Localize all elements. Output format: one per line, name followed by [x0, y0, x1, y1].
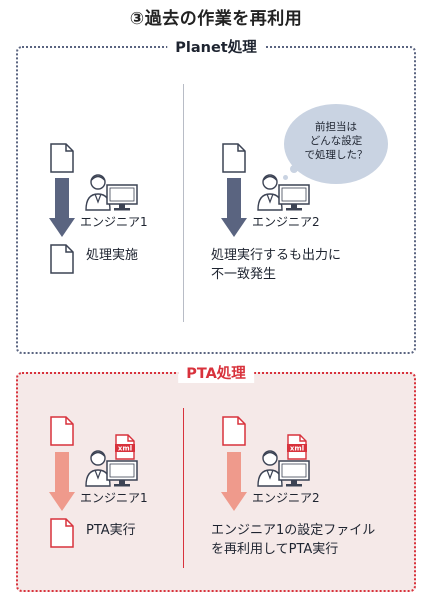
engineer-icon	[85, 174, 111, 211]
engineer-label: エンジニア1	[80, 491, 148, 505]
document-icon	[50, 416, 74, 446]
planet-panel-label: Planet処理	[167, 36, 265, 57]
down-arrow-icon	[221, 178, 247, 237]
xml-badge-text: xml	[118, 445, 132, 453]
bubble-text-line-2: どんな設定	[309, 135, 363, 147]
result-text: PTA実行	[86, 523, 136, 538]
result-text-line-2: 不一致発生	[211, 267, 277, 282]
engineer-icon	[257, 174, 283, 211]
engineer-icon	[85, 450, 111, 487]
document-icon	[222, 416, 246, 446]
thought-dot-small	[283, 175, 288, 180]
xml-file-icon: xml	[115, 434, 135, 460]
page-title: ③過去の作業を再利用	[129, 9, 303, 29]
engineer-label: エンジニア1	[80, 215, 148, 229]
document-icon	[50, 143, 74, 173]
result-text-line-1: エンジニア1の設定ファイル	[211, 523, 376, 538]
engineer-icon	[257, 450, 283, 487]
computer-icon	[278, 460, 310, 487]
thought-bubble: 前担当は どんな設定 で処理した？	[284, 104, 388, 184]
xml-file-icon: xml	[287, 434, 307, 460]
document-icon	[222, 143, 246, 173]
document-icon	[50, 244, 74, 274]
down-arrow-icon	[221, 452, 247, 511]
computer-icon	[106, 184, 138, 211]
bubble-text-line-3: で処理した？	[304, 149, 368, 161]
engineer-label: エンジニア2	[252, 215, 320, 229]
engineer-label: エンジニア2	[252, 491, 320, 505]
pta-panel-label: PTA処理	[178, 362, 254, 383]
planet-panel: Planet処理	[16, 36, 416, 354]
result-text-line-1: 処理実行するも出力に	[211, 248, 342, 263]
computer-icon	[106, 460, 138, 487]
computer-icon	[278, 184, 310, 211]
pta-panel: PTA処理	[16, 362, 416, 592]
pta-divider	[183, 408, 184, 568]
bubble-text-line-1: 前担当は	[315, 121, 357, 133]
thought-dot-medium	[290, 165, 298, 173]
result-text: 処理実施	[86, 248, 139, 263]
down-arrow-icon	[49, 178, 75, 237]
document-icon	[50, 518, 74, 548]
result-text-line-2: を再利用してPTA実行	[211, 542, 339, 557]
planet-divider	[183, 84, 184, 322]
xml-badge-text: xml	[290, 445, 304, 453]
down-arrow-icon	[49, 452, 75, 511]
